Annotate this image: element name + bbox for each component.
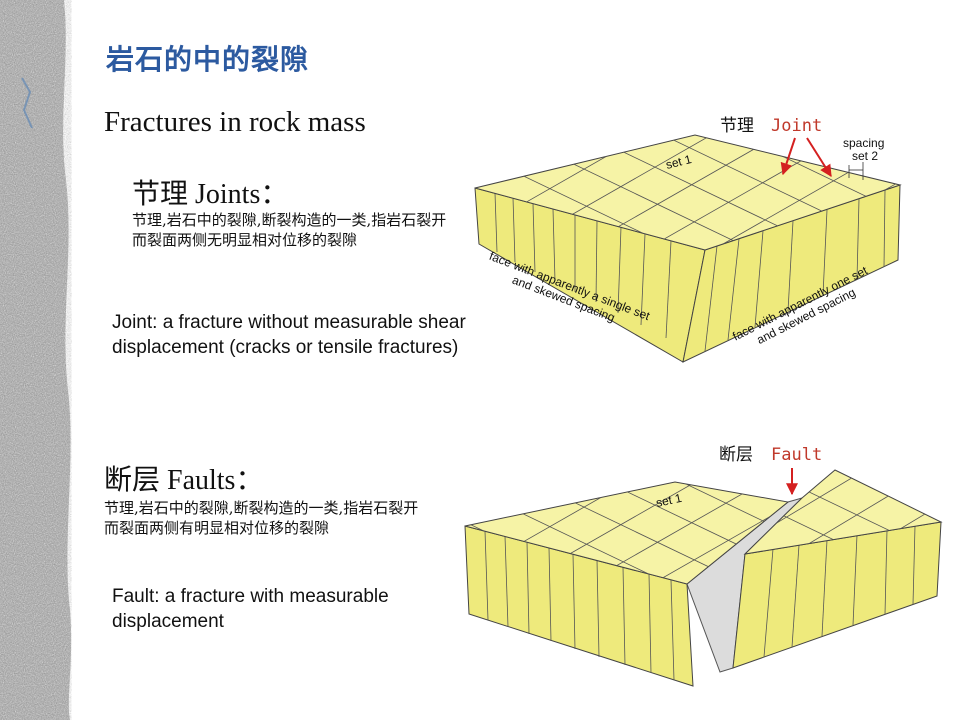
joint-arrow-left: [780, 137, 796, 176]
granite-sidebar: [0, 0, 72, 720]
joint-label-zh: 节理: [720, 116, 754, 136]
joint-set2-label: set 2: [852, 149, 878, 163]
fault-set1-label: set 1: [655, 491, 684, 510]
joints-zh-description: 节理,岩石中的裂隙,断裂构造的一类,指岩石裂开而裂面两侧无明显相对位移的裂隙: [132, 211, 447, 249]
fault-label-en: Fault: [771, 445, 822, 465]
joint-arrow-right: [806, 137, 832, 178]
joints-en-description: Joint: a fracture without measurable she…: [112, 312, 466, 358]
joints-heading: 节理 Joints：: [132, 179, 289, 210]
slide-subtitle: Fractures in rock mass: [104, 106, 366, 138]
faults-zh-description: 节理,岩石中的裂隙,断裂构造的一类,指岩石裂开而裂面两侧有明显相对位移的裂隙: [104, 499, 419, 537]
joint-top-face: [474, 134, 902, 251]
fault-right-top-face: [743, 469, 943, 555]
fault-left-top-face: [464, 481, 790, 585]
joint-block-diagram: set 1 spacing set 2 节理 Joint face with a…: [474, 116, 902, 363]
fault-label-zh: 断层: [719, 445, 753, 465]
slide-title: 岩石的中的裂隙: [106, 43, 310, 76]
joint-spacing-label: spacing: [843, 136, 884, 150]
faults-en-description: Fault: a fracture with measurable displa…: [112, 586, 389, 632]
joint-label-en: Joint: [771, 116, 822, 136]
fault-block-diagram: set 1 断层 Fault: [464, 445, 943, 687]
faults-heading: 断层 Faults：: [104, 465, 264, 496]
joint-set1-label: set 1: [664, 152, 693, 172]
